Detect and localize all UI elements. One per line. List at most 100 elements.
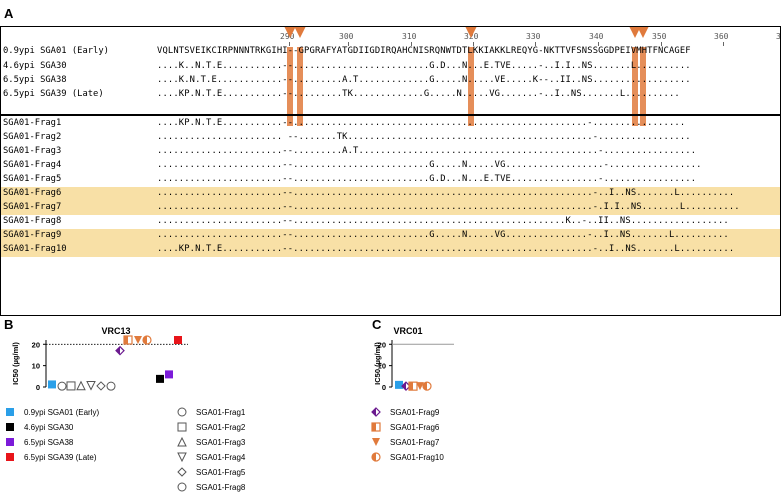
alignment-row: SGA01-Frag8 .......................--....… (1, 215, 780, 229)
data-point (86, 381, 96, 391)
legend-item: 4.6ypi SGA30 (4, 421, 73, 433)
legend-item: SGA01-Frag5 (176, 466, 245, 478)
legend-marker-icon (6, 408, 14, 416)
data-point (57, 381, 67, 391)
glycan-site-marker-icon (284, 27, 296, 38)
alignment-row: SGA01-Frag7.......................--....… (1, 201, 780, 216)
ruler-number: 300 (339, 32, 354, 41)
sequence-name: SGA01-Frag5 (3, 174, 62, 184)
sequence-name: SGA01-Frag1 (3, 118, 62, 128)
ruler-number: 330 (526, 32, 541, 41)
chart-title: VRC13 (101, 326, 130, 336)
ruler-tick (473, 42, 474, 46)
legend-label: 4.6ypi SGA30 (24, 422, 74, 432)
alignment-row: 0.9ypi SGA01 (Early)VQLNTSVEIKCIRPNNNTRK… (1, 45, 780, 59)
sequence-name: SGA01-Frag2 (3, 132, 62, 142)
y-tick-label: 10 (32, 362, 40, 371)
legend-label: SGA01-Frag2 (196, 422, 246, 432)
legend-item: 6.5ypi SGA39 (Late) (4, 451, 96, 463)
data-point (165, 370, 173, 379)
sequence-name: SGA01-Frag6 (3, 188, 62, 198)
legend-label: 6.5ypi SGA39 (Late) (24, 452, 97, 462)
alignment-row: SGA01-Frag1....KP.N.T.E...........--....… (1, 117, 780, 131)
legend-marker-icon (371, 452, 381, 462)
alignment-panel: 290300310320330340350360370380 0.9ypi SG… (0, 26, 781, 316)
alignment-row: SGA01-Frag5.......................--....… (1, 173, 780, 187)
data-point (115, 345, 125, 356)
legend-marker-icon (6, 453, 14, 461)
legend-marker (372, 438, 380, 446)
legend-label: SGA01-Frag7 (390, 437, 440, 447)
legend-label: SGA01-Frag8 (196, 482, 246, 492)
y-axis-label: IC50 (µg/ml) (373, 342, 382, 385)
data-point (123, 335, 133, 345)
ruler-tick (348, 42, 349, 46)
legend-label: SGA01-Frag6 (390, 422, 440, 432)
glycan-site-marker-icon (465, 27, 477, 38)
panel-label-c: C (372, 317, 382, 332)
ruler-tick (661, 42, 662, 46)
legend-marker (371, 422, 381, 432)
sequence-name: 6.5ypi SGA39 (Late) (3, 89, 104, 99)
y-tick-label: 20 (378, 340, 386, 349)
legend-label: SGA01-Frag5 (196, 467, 246, 477)
legend-item: SGA01-Frag6 (370, 421, 439, 433)
sequence-text: .......................--...............… (157, 216, 729, 226)
y-tick-label: 0 (36, 383, 40, 392)
legend-marker-icon (177, 467, 187, 477)
panel-label-a: A (4, 6, 14, 21)
legend-marker (177, 467, 187, 477)
ruler-number: 340 (589, 32, 604, 41)
sequence-name: 6.5ypi SGA38 (3, 75, 67, 85)
ruler-number: 370 (776, 32, 781, 41)
y-axis-label: IC50 (µg/ml) (11, 342, 20, 385)
alignment-row: 6.5ypi SGA39 (Late)....KP.N.T.E.........… (1, 88, 780, 102)
alignment-row: SGA01-Frag2 ....................... --...… (1, 131, 780, 145)
sequence-name: SGA01-Frag8 (3, 216, 62, 226)
sequence-text: ....................... --.......TK.....… (157, 132, 691, 142)
legend-marker (177, 482, 187, 492)
legend-marker (177, 436, 187, 447)
ruler-number: 350 (652, 32, 667, 41)
data-point (76, 380, 86, 391)
sequence-name: SGA01-Frag4 (3, 160, 62, 170)
sequence-text: ....KP.N.T.E...........--...............… (157, 244, 735, 254)
legend-item: SGA01-Frag7 (370, 436, 439, 448)
legend-item: SGA01-Frag1 (176, 406, 245, 418)
legend-item: SGA01-Frag8 (176, 481, 245, 493)
legend-item: SGA01-Frag10 (370, 451, 444, 463)
sequence-text: .......................--.........A.T...… (157, 146, 697, 156)
legend-item: 0.9ypi SGA01 (Early) (4, 406, 99, 418)
legend-marker (371, 452, 381, 462)
alignment-row: SGA01-Frag9.......................--....… (1, 229, 780, 244)
data-point (66, 381, 76, 391)
legend-marker-icon (177, 407, 187, 417)
alignment-row: SGA01-Frag4.......................--....… (1, 159, 780, 173)
legend-marker-icon (371, 407, 381, 417)
sequence-text: .......................--...............… (157, 202, 740, 212)
data-point (142, 335, 152, 345)
sequence-name: 4.6ypi SGA30 (3, 61, 67, 71)
legend-item: SGA01-Frag4 (176, 451, 245, 463)
alignment-row: SGA01-Frag3.......................--....… (1, 145, 780, 159)
legend-label: SGA01-Frag9 (390, 407, 440, 417)
data-point (96, 381, 106, 391)
alignment-column-highlight (468, 47, 474, 126)
panel-label-b: B (4, 317, 14, 332)
y-tick-label: 0 (382, 383, 386, 392)
chart-title: VRC01 (393, 326, 422, 336)
alignment-row: 6.5ypi SGA38....K.N.T.E............--...… (1, 74, 780, 88)
ruler-tick (535, 42, 536, 46)
alignment-column-highlight (640, 47, 646, 126)
legend-item: SGA01-Frag2 (176, 421, 245, 433)
legend-item: SGA01-Frag3 (176, 436, 245, 448)
legend-label: SGA01-Frag10 (390, 452, 444, 462)
legend-label: 6.5ypi SGA38 (24, 437, 74, 447)
legend-marker-icon (177, 436, 187, 447)
data-point (106, 381, 116, 391)
legend-item: SGA01-Frag9 (370, 406, 439, 418)
legend-marker-icon (6, 423, 14, 431)
legend-label: SGA01-Frag3 (196, 437, 246, 447)
